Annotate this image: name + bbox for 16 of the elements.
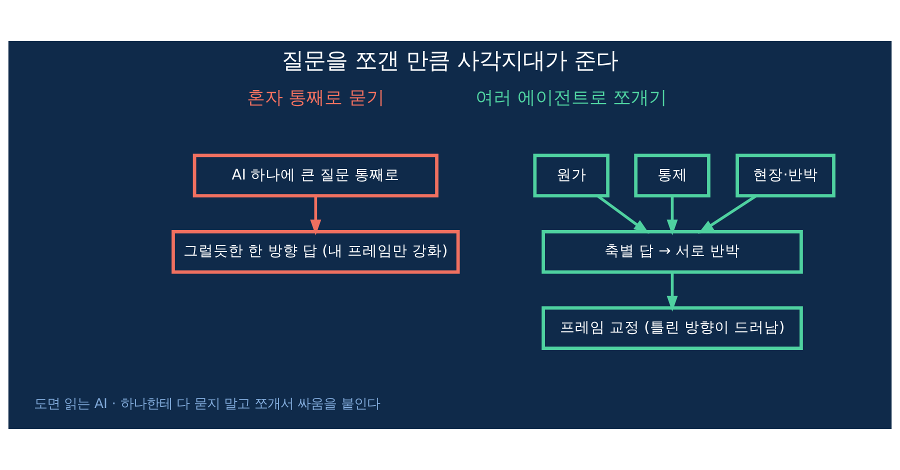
label: 여러 에이전트로 쪼개기 — [476, 88, 668, 109]
arrow — [310, 196, 322, 236]
node-box: 원가 — [533, 154, 610, 198]
node-box: 통제 — [634, 154, 710, 198]
caption: 도면 읽는 AI · 하나한테 다 묻지 말고 쪼개서 싸움을 붙인다 — [34, 396, 380, 412]
arrow — [698, 194, 757, 234]
arrow — [666, 196, 678, 236]
arrow — [666, 272, 678, 312]
node-box: AI 하나에 큰 질문 통째로 — [192, 154, 438, 198]
node-box: 축별 답 → 서로 반박 — [542, 230, 803, 274]
arrow — [597, 195, 650, 234]
node-box: 현장·반박 — [736, 154, 836, 198]
node-box: 그럴듯한 한 방향 답 (내 프레임만 강화) — [172, 230, 460, 274]
diagram-title: 질문을 쪼갠 만큼 사각지대가 준다 — [282, 48, 618, 74]
node-box: 프레임 교정 (틀린 방향이 드러남) — [542, 306, 803, 350]
label: 혼자 통째로 묻기 — [246, 88, 384, 109]
